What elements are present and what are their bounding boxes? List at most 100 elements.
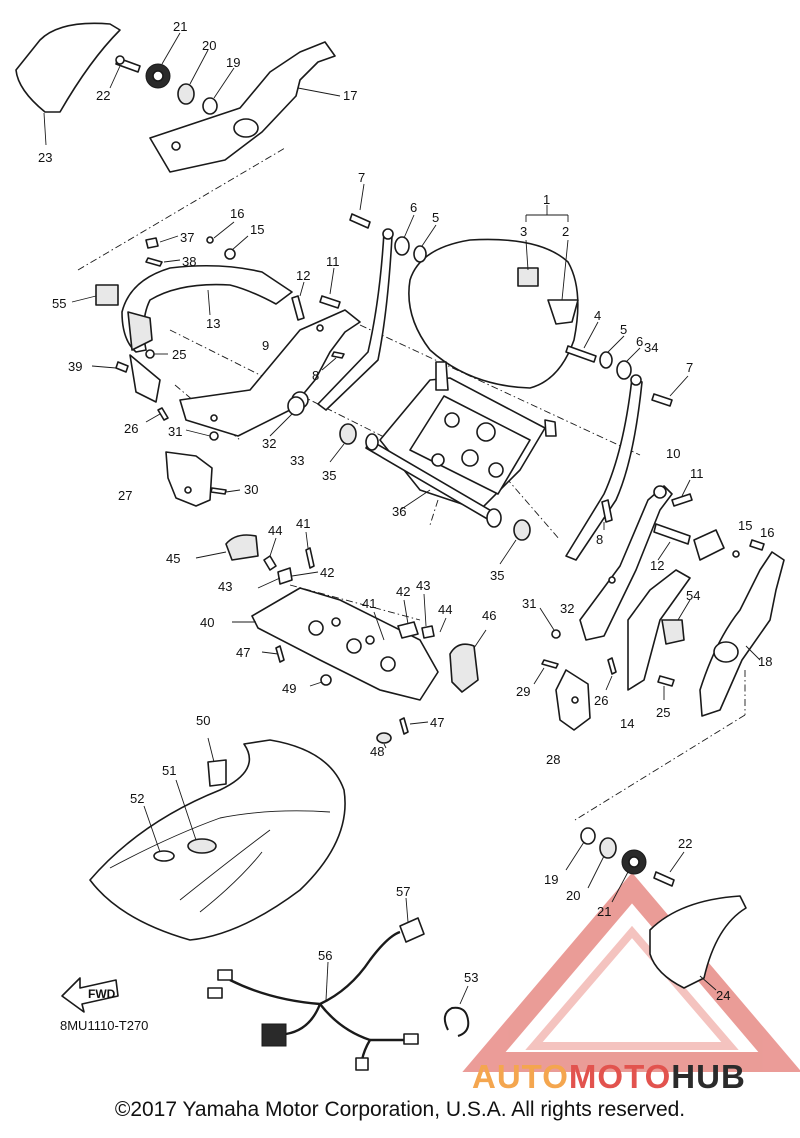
callout-label: 41 <box>362 596 376 611</box>
callout-label: 22 <box>96 88 110 103</box>
watermark-part-hub: HUB <box>671 1058 746 1095</box>
callout-label: 32 <box>262 436 276 451</box>
callout-label: 40 <box>200 615 214 630</box>
callout-label: 28 <box>546 752 560 767</box>
automotohub-logo-icon <box>462 872 800 1072</box>
callout-label: 47 <box>236 645 250 660</box>
callout-label: 55 <box>52 296 66 311</box>
callout-label: 54 <box>686 588 700 603</box>
callout-label: 19 <box>544 872 558 887</box>
callout-label: 12 <box>296 268 310 283</box>
seat <box>89 737 346 941</box>
grab-rail-left <box>71 264 293 403</box>
fwd-label: FWD <box>88 987 116 1001</box>
washer-set-upper <box>349 183 689 407</box>
callout-label: 21 <box>597 904 611 919</box>
callout-label: 26 <box>594 693 608 708</box>
wire-harness <box>207 897 425 1071</box>
small-hardware-left <box>185 267 345 495</box>
mount-bracket-right <box>555 669 591 731</box>
side-cover-left <box>15 22 121 146</box>
callout-label: 21 <box>173 19 187 34</box>
backrest-pad <box>408 205 579 389</box>
grip-bracket-upper <box>149 41 341 173</box>
callout-label: 8 <box>596 532 603 547</box>
callout-label: 16 <box>760 525 774 540</box>
callout-label: 43 <box>416 578 430 593</box>
callout-label: 4 <box>594 308 601 323</box>
callout-label: 32 <box>560 601 574 616</box>
callout-label: 43 <box>218 579 232 594</box>
callout-label: 16 <box>230 206 244 221</box>
fastener-stack-upper <box>109 32 235 115</box>
callout-label: 45 <box>166 551 180 566</box>
callout-label: 8 <box>312 368 319 383</box>
grab-rail-right <box>693 529 785 717</box>
callout-label: 41 <box>296 516 310 531</box>
callout-label: 48 <box>370 744 384 759</box>
callout-label: 7 <box>686 360 693 375</box>
callout-labels: 1 2 3 4 5 5 6 6 7 7 8 8 9 10 11 11 12 12… <box>38 19 774 1003</box>
callout-label: 26 <box>124 421 138 436</box>
callout-label: 9 <box>262 338 269 353</box>
callout-label: 6 <box>636 334 643 349</box>
callout-label: 12 <box>650 558 664 573</box>
watermark-part-moto: MOTO <box>568 1058 672 1095</box>
callout-label: 53 <box>464 970 478 985</box>
rail-bracket-right <box>579 485 691 691</box>
callout-label: 39 <box>68 359 82 374</box>
callout-label: 18 <box>758 654 772 669</box>
callout-label: 23 <box>38 150 52 165</box>
callout-label: 10 <box>666 446 680 461</box>
callout-label: 1 <box>543 192 550 207</box>
callout-label: 15 <box>250 222 264 237</box>
callout-label: 36 <box>392 504 406 519</box>
bushing-35 <box>329 423 531 565</box>
callout-label: 22 <box>678 836 692 851</box>
callout-label: 6 <box>410 200 417 215</box>
callout-label: 11 <box>690 466 704 481</box>
callout-label: 3 <box>520 224 527 239</box>
callout-label: 2 <box>562 224 569 239</box>
callout-label: 50 <box>196 713 210 728</box>
callout-label: 27 <box>118 488 132 503</box>
callout-label: 19 <box>226 55 240 70</box>
callout-label: 52 <box>130 791 144 806</box>
callout-label: 34 <box>644 340 658 355</box>
diagram-code: 8MU1110-T270 <box>60 1018 148 1033</box>
callout-label: 44 <box>438 602 452 617</box>
forward-arrow-icon: FWD <box>61 977 119 1013</box>
callout-label: 5 <box>432 210 439 225</box>
callout-label: 46 <box>482 608 496 623</box>
callout-label: 15 <box>738 518 752 533</box>
watermark-part-auto: AUTO <box>472 1058 569 1095</box>
callout-label: 42 <box>396 584 410 599</box>
callout-label: 33 <box>290 453 304 468</box>
backrest-stay-left <box>317 228 394 411</box>
callout-label: 42 <box>320 565 334 580</box>
callout-label: 14 <box>620 716 634 731</box>
side-cover-right <box>649 895 747 991</box>
callout-label: 51 <box>162 763 176 778</box>
callout-label: 25 <box>172 347 186 362</box>
callout-label: 47 <box>430 715 444 730</box>
callout-label: 11 <box>326 254 340 269</box>
mount-bracket-left <box>165 451 213 507</box>
callout-label: 25 <box>656 705 670 720</box>
copyright-notice: ©2017 Yamaha Motor Corporation, U.S.A. A… <box>114 1098 686 1121</box>
callout-label: 13 <box>206 316 220 331</box>
backrest-stay-right <box>565 374 643 561</box>
callout-label: 5 <box>620 322 627 337</box>
callout-label: 20 <box>202 38 216 53</box>
callout-label: 29 <box>516 684 530 699</box>
callout-label: 30 <box>244 482 258 497</box>
callout-label: 49 <box>282 681 296 696</box>
clip-53 <box>443 985 470 1037</box>
callout-label: 24 <box>716 988 730 1003</box>
callout-label: 38 <box>182 254 196 269</box>
callout-label: 17 <box>343 88 357 103</box>
callout-label: 31 <box>168 424 182 439</box>
callout-label: 20 <box>566 888 580 903</box>
